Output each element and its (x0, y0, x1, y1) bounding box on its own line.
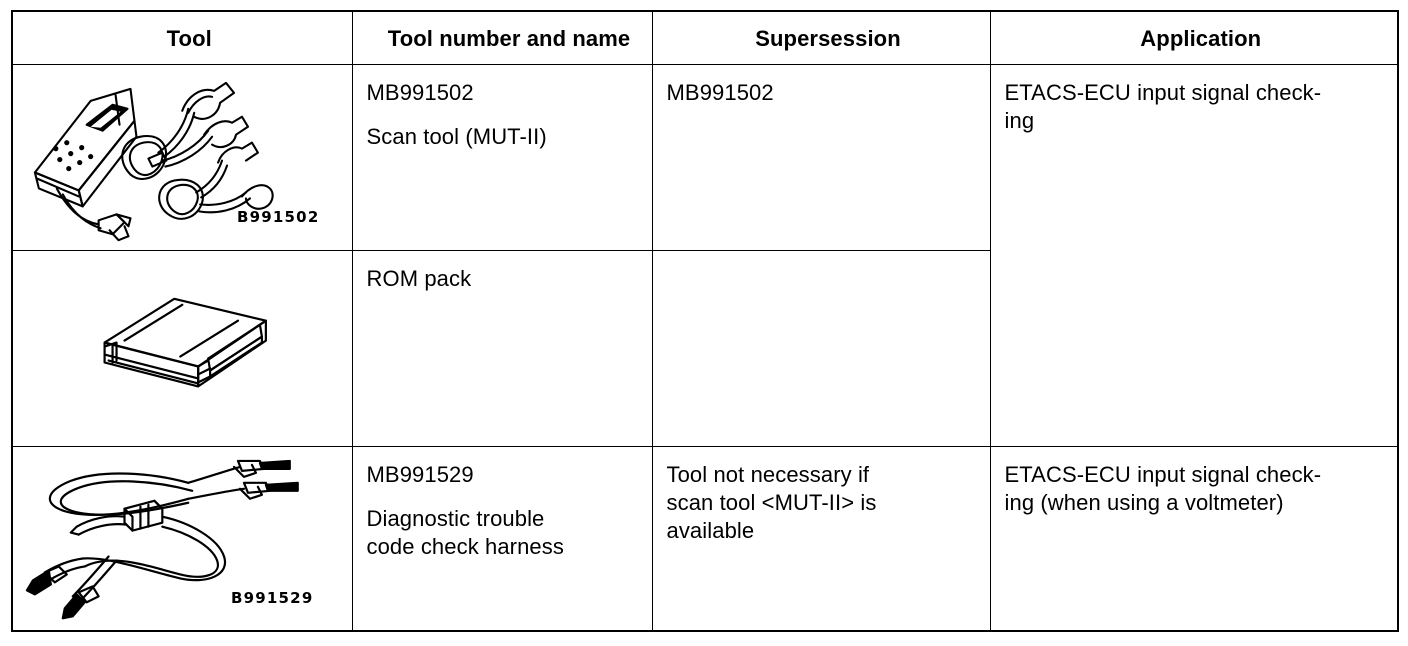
text-spacer (367, 107, 640, 123)
cell-tool-number-and-name-row2: ROM pack (351, 250, 653, 448)
rom-pack-icon (103, 297, 267, 388)
cell-supersession-row1: MB991502 (651, 63, 991, 252)
tool-number-row3: MB991529 (366, 462, 474, 488)
table-row: B991529 MB991529 Diagnostic trouble code… (11, 446, 1399, 632)
cell-application-row1: ETACS-ECU input signal check- ing (989, 63, 1399, 448)
cell-application-row3: ETACS-ECU input signal check- ing (when … (989, 446, 1399, 632)
tool-name-line-2-row3: code check harness (366, 533, 564, 559)
table-row: B991502 MB991502 Scan tool (MUT-II) MB99… (11, 63, 1399, 448)
tool-number-row1: MB991502 (366, 80, 474, 105)
diagnostic-trouble-code-check-harness-icon (25, 460, 299, 620)
cell-tool-number-and-name-row1: MB991502 Scan tool (MUT-II) (351, 63, 653, 252)
application-text-row3: ETACS-ECU input signal check- ing (when … (991, 447, 1398, 526)
application-text-row1: ETACS-ECU input signal check- ing (991, 65, 1398, 144)
supersession-value-row1: MB991502 (666, 80, 774, 105)
supersession-text-row2 (653, 251, 990, 275)
application-line-2-row3: ing (when using a voltmeter) (1004, 490, 1284, 516)
table-header-row: Tool Tool number and name Supersession A… (11, 10, 1399, 65)
table-header: Tool Tool number and name Supersession A… (11, 10, 1399, 65)
cell-tool-number-and-name-row3: MB991529 Diagnostic trouble code check h… (351, 446, 653, 632)
column-header-supersession-label: Supersession (755, 26, 901, 51)
tool-name-row2: ROM pack (366, 266, 472, 292)
cell-tool-illustration-harness: B991529 (11, 446, 353, 632)
application-line-1-row1: ETACS-ECU input signal check- (1004, 80, 1322, 105)
tool-number-and-name-text-row2: ROM pack (353, 251, 652, 303)
cell-tool-illustration-rom-pack (11, 250, 353, 448)
application-line-2-row1: ing (1004, 107, 1035, 133)
harness-figure: B991529 (13, 447, 352, 630)
scan-tool-figure: B991502 (13, 65, 352, 250)
column-header-application: Application (989, 10, 1399, 65)
table-body: B991502 MB991502 Scan tool (MUT-II) MB99… (11, 63, 1399, 632)
special-tools-table: Tool Tool number and name Supersession A… (11, 10, 1399, 633)
cell-tool-illustration-scan-tool: B991502 (11, 63, 353, 252)
column-header-tool-number-and-name-label: Tool number and name (387, 26, 631, 51)
application-line-1-row3: ETACS-ECU input signal check- (1004, 462, 1322, 488)
column-header-supersession: Supersession (651, 10, 991, 65)
scan-tool-mut-ii-icon (33, 81, 274, 242)
cell-supersession-row3: Tool not necessary if scan tool <MUT-II>… (651, 446, 991, 632)
figure-caption-b991502: B991502 (237, 208, 320, 226)
column-header-tool-label: Tool (166, 26, 212, 51)
supersession-line-1-row3: Tool not necessary if (666, 462, 870, 488)
column-header-application-label: Application (1140, 26, 1262, 51)
supersession-line-3-row3: available (666, 517, 755, 543)
figure-caption-b991529: B991529 (231, 589, 314, 608)
tool-number-and-name-text-row1: MB991502 Scan tool (MUT-II) (353, 65, 652, 160)
cell-supersession-row2 (651, 250, 991, 448)
table-row: ROM pack (11, 250, 1398, 448)
column-header-tool: Tool (11, 10, 353, 65)
tool-number-and-name-text-row3: MB991529 Diagnostic trouble code check h… (353, 447, 652, 570)
supersession-text-row3: Tool not necessary if scan tool <MUT-II>… (653, 447, 990, 554)
tool-name-line-1-row3: Diagnostic trouble (366, 506, 545, 532)
column-header-tool-number-and-name: Tool number and name (351, 10, 653, 65)
supersession-line-2-row3: scan tool <MUT-II> is (666, 490, 877, 516)
supersession-text-row1: MB991502 (653, 65, 990, 117)
rom-pack-figure (13, 251, 352, 446)
tool-name-row1: Scan tool (MUT-II) (366, 123, 547, 149)
text-spacer (367, 489, 640, 505)
